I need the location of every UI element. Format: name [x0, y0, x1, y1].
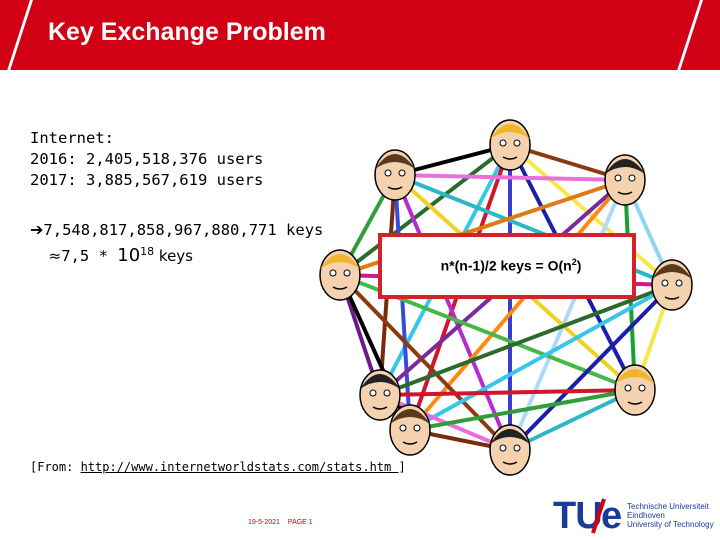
source-link[interactable]: http://www.internetworldstats.com/stats.…	[80, 460, 399, 474]
person-icon	[359, 369, 401, 421]
approx-symbol: ≈	[48, 247, 62, 266]
person-icon	[604, 154, 646, 206]
total-keys-line: ➔7,548,817,858,967,880,771 keys	[30, 219, 323, 241]
person-icon	[651, 259, 693, 311]
key-edge	[408, 178, 627, 432]
key-edge	[409, 283, 673, 432]
footer-page: PAGE 1	[287, 519, 313, 526]
key-network-diagram	[319, 119, 693, 476]
key-edge	[379, 283, 673, 397]
slide-title: Key Exchange Problem	[48, 18, 326, 46]
person-icon	[374, 149, 416, 201]
keys-block: ➔7,548,817,858,967,880,771 keys ≈7,5 * 1…	[30, 219, 323, 267]
stats-line-2017: 2017: 3,885,567,619 users	[30, 171, 264, 189]
header-slash-left	[7, 0, 34, 70]
formula-box: n*(n-1)/2 keys = O(n2)	[378, 233, 636, 299]
approx-keys-line: ≈7,5 * 1018 keys	[30, 241, 323, 267]
formula-exponent: 2	[571, 257, 577, 267]
network-nodes	[319, 119, 693, 476]
person-icon	[319, 249, 361, 301]
person-icon	[614, 364, 656, 416]
internet-stats: Internet: 2016: 2,405,518,376 users 2017: …	[30, 128, 263, 191]
key-edge	[394, 173, 626, 182]
approx-unit: keys	[154, 247, 193, 266]
logo-university-name: Technische Universiteit Eindhoven Univer…	[627, 502, 714, 529]
logo-e: e	[601, 495, 623, 537]
key-edge	[508, 143, 674, 287]
source-prefix: [From:	[30, 460, 81, 474]
stats-line-heading: Internet:	[30, 129, 114, 147]
source-suffix: ]	[398, 460, 406, 474]
arrow-icon: ➔	[30, 220, 44, 239]
total-keys: 7,548,817,858,967,880,771 keys	[43, 221, 324, 239]
person-icon	[389, 404, 431, 456]
key-edge	[338, 143, 512, 277]
approx-exponent: 18	[140, 245, 155, 258]
key-edge	[393, 174, 512, 451]
key-edge	[508, 179, 627, 451]
key-edge	[509, 388, 636, 452]
slide-footer: 19-5-2021 PAGE 1	[248, 519, 321, 526]
formula-text: n*(n-1)/2 keys = O(n2)	[382, 257, 640, 274]
key-edge	[409, 388, 636, 432]
logo-slash-icon	[591, 498, 606, 534]
key-edge	[393, 174, 412, 431]
header-slash-right	[677, 0, 703, 70]
source-citation: [From: http://www.internetworldstats.com…	[30, 460, 406, 474]
formula-main: n*(n-1)/2 keys = O(n	[440, 257, 572, 274]
footer-date: 19-5-2021	[248, 519, 280, 526]
formula-close: )	[576, 257, 582, 274]
key-edge	[508, 283, 674, 452]
key-edge	[338, 273, 512, 452]
approx-base: 10	[117, 245, 141, 267]
slide-header: Key Exchange Problem	[0, 0, 720, 70]
key-edge	[379, 388, 636, 397]
stats-line-2016: 2016: 2,405,518,376 users	[30, 150, 264, 168]
approx-mantissa: 7,5 *	[61, 247, 118, 266]
person-icon	[489, 424, 531, 476]
person-icon	[489, 119, 531, 171]
